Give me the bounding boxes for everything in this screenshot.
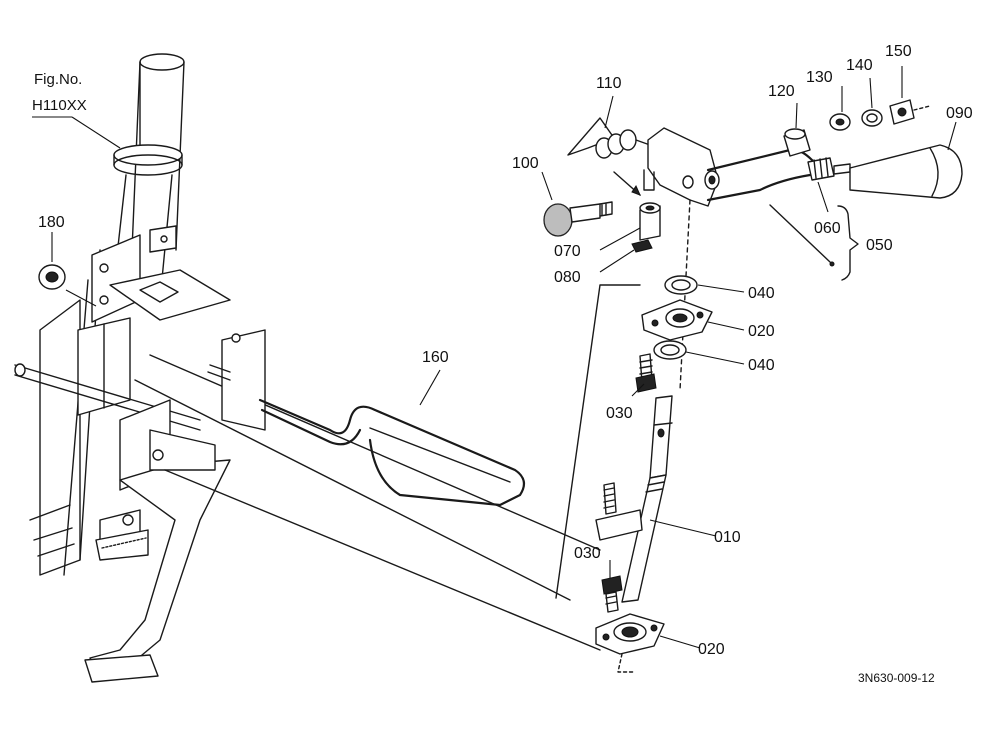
callout-040-lower: 040: [748, 357, 775, 374]
callout-030-lower: 030: [574, 545, 601, 562]
callout-070: 070: [554, 243, 581, 260]
steering-column-assembly: [14, 53, 601, 683]
callout-080: 080: [554, 269, 581, 286]
figure-reference: Fig.No. H110XX: [32, 71, 87, 114]
callout-120: 120: [768, 83, 795, 100]
lever-assembly: [543, 99, 963, 281]
leader-lines: [32, 66, 957, 649]
callout-030-upper: 030: [606, 405, 633, 422]
callout-labels: 180 160 110 100 070 080 120 130 140 150 …: [38, 43, 973, 658]
callout-010: 010: [714, 529, 741, 546]
callout-020-upper: 020: [748, 323, 775, 340]
drawing-code: 3N630-009-12: [858, 671, 935, 685]
callout-160: 160: [422, 349, 449, 366]
callout-100: 100: [512, 155, 539, 172]
callout-090: 090: [946, 105, 973, 122]
fig-number: H110XX: [32, 97, 87, 114]
shaft-assembly: [555, 199, 713, 673]
callout-180: 180: [38, 214, 65, 231]
callout-130: 130: [806, 69, 833, 86]
callout-150: 150: [885, 43, 912, 60]
callout-040-upper: 040: [748, 285, 775, 302]
part-180-washer: [38, 232, 97, 307]
fig-label: Fig.No.: [34, 71, 82, 88]
part-160-rod: [207, 329, 526, 507]
callout-060: 060: [814, 220, 841, 237]
callout-050: 050: [866, 237, 893, 254]
callout-020-lower: 020: [698, 641, 725, 658]
callout-140: 140: [846, 57, 873, 74]
callout-110: 110: [596, 75, 622, 92]
